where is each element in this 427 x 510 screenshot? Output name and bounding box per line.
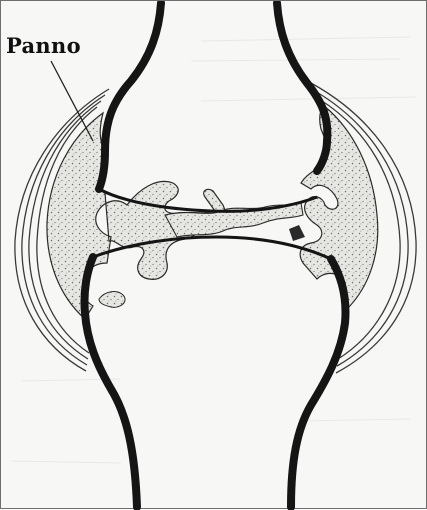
pannus-label: Panno <box>6 33 81 58</box>
label-leader-line <box>51 61 93 141</box>
upper-bone <box>99 3 327 189</box>
upper-bone-right-edge <box>277 3 327 171</box>
pannus-erosion-right <box>289 225 305 241</box>
upper-bone-left-edge <box>99 3 161 189</box>
lower-bone-right-edge <box>291 259 345 507</box>
pannus-lower-left-fragment <box>99 292 125 308</box>
lower-bone <box>84 237 345 507</box>
